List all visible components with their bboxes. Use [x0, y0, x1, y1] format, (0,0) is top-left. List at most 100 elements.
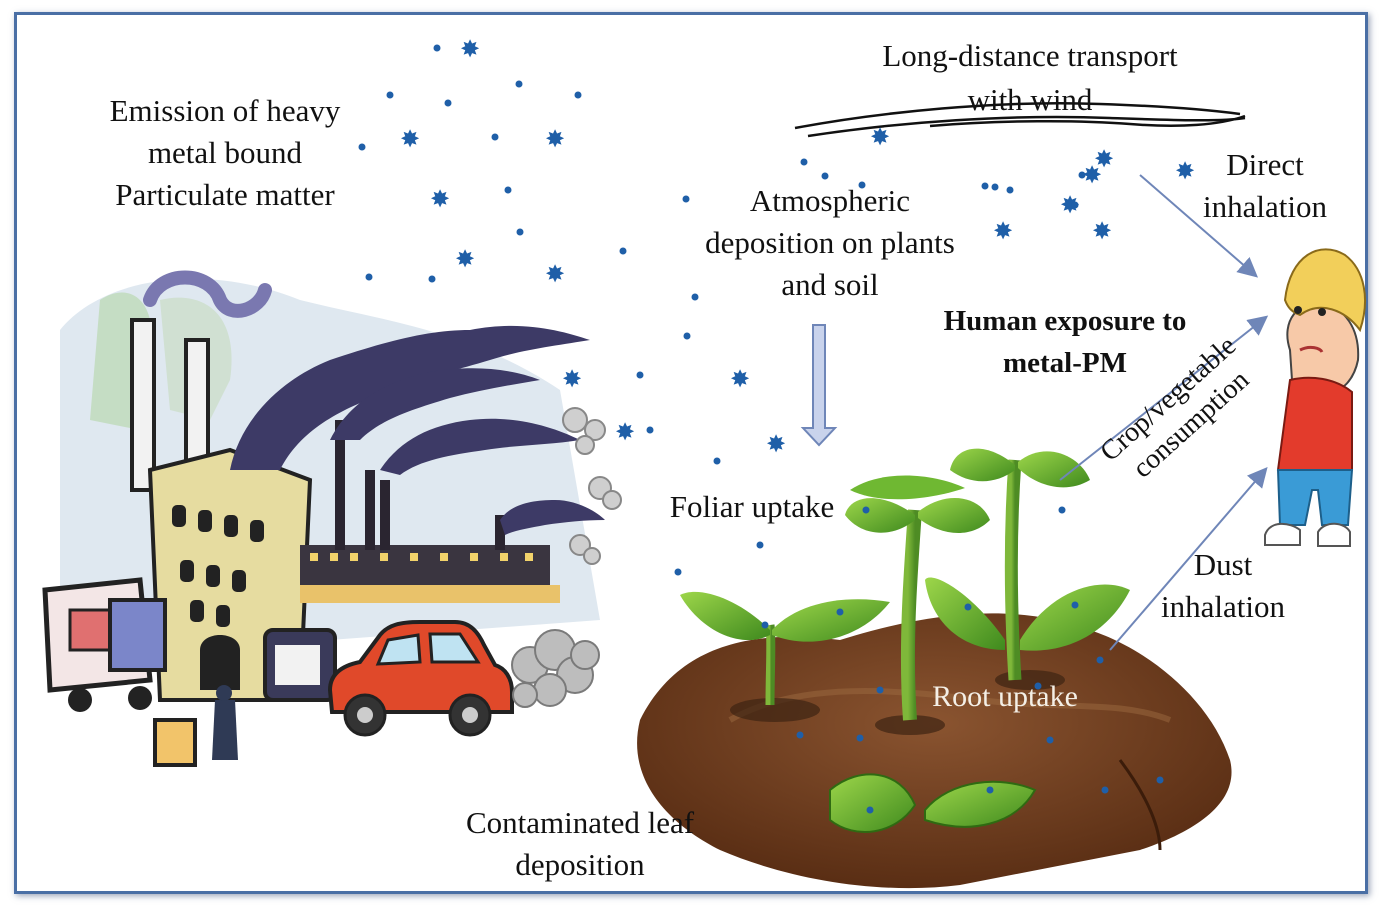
particle-dot	[713, 457, 721, 465]
transport-line-1: Long-distance transport	[882, 38, 1178, 73]
transport-label: Long-distance transport with wind	[855, 34, 1205, 122]
particle-dot	[796, 731, 804, 739]
emission-line-1: Emission of heavy	[109, 93, 341, 128]
dust-inhalation-arrow	[1109, 466, 1268, 651]
particle-dot	[1101, 786, 1109, 794]
particle-star-icon: ✸	[993, 219, 1013, 245]
particle-cloud: ✸✸✸✸✸✸✸✸✸✸✸✸✸✸✸✸✸	[358, 37, 1195, 814]
particle-dot	[1156, 776, 1164, 784]
leaf-line-2: deposition	[515, 847, 645, 882]
particle-dot	[981, 182, 989, 190]
car-illustration	[327, 620, 600, 737]
direct-inhalation-arrow	[1139, 174, 1259, 278]
emission-line-2: metal bound	[147, 135, 303, 170]
particle-dot	[1071, 201, 1079, 209]
particle-dot	[515, 80, 523, 88]
particle-star-icon: ✸	[615, 420, 635, 446]
particle-star-icon: ✸	[460, 37, 480, 63]
smoke-plume	[230, 325, 605, 535]
particle-dot	[1034, 682, 1042, 690]
particle-dot	[365, 273, 373, 281]
particle-dot	[876, 686, 884, 694]
particle-dot	[1078, 171, 1086, 179]
particle-star-icon: ✸	[766, 432, 786, 458]
particle-dot	[491, 133, 499, 141]
exposure-arrows	[1059, 174, 1269, 651]
particle-dot	[444, 99, 452, 107]
particle-star-icon: ✸	[1092, 219, 1112, 245]
atmospheric-line-3: and soil	[781, 267, 879, 302]
particle-dot	[386, 91, 394, 99]
particle-dot	[691, 293, 699, 301]
particle-dot	[866, 806, 874, 814]
particle-dot	[1071, 601, 1079, 609]
foliar-uptake-label: Foliar uptake	[669, 489, 835, 524]
particle-star-icon: ✸	[1060, 193, 1080, 219]
dust-line-2: inhalation	[1161, 589, 1285, 624]
human-exposure-line-1: Human exposure to	[943, 305, 1187, 337]
particle-dot	[516, 228, 524, 236]
particle-dot	[1096, 656, 1104, 664]
leaf-line-1: Contaminated leaf	[465, 805, 695, 840]
particle-star-icon: ✸	[455, 247, 475, 273]
particle-star-icon: ✸	[870, 125, 890, 151]
particle-star-icon: ✸	[545, 127, 565, 153]
atmospheric-line-1: Atmospheric	[749, 183, 911, 218]
factory-illustration	[42, 270, 622, 767]
particle-star-icon: ✸	[1082, 163, 1102, 189]
truck-illustration	[42, 577, 337, 767]
particle-dot	[682, 195, 690, 203]
direct-line-2: inhalation	[1203, 189, 1327, 224]
particle-star-icon: ✸	[430, 187, 450, 213]
deposition-down-arrow	[800, 324, 838, 447]
particle-dot	[856, 734, 864, 742]
seedling-illustration	[680, 448, 1130, 833]
particle-dot	[646, 426, 654, 434]
dust-inhalation-label: Dust inhalation	[1148, 544, 1298, 628]
particle-dot	[683, 332, 691, 340]
direct-line-1: Direct	[1226, 147, 1304, 182]
particle-dot	[836, 608, 844, 616]
particle-dot	[574, 91, 582, 99]
particle-dot	[504, 186, 512, 194]
particle-dot	[433, 44, 441, 52]
crop-consumption-arrow	[1059, 315, 1269, 481]
particle-star-icon: ✸	[1094, 147, 1114, 173]
particle-dot	[986, 786, 994, 794]
particle-star-icon: ✸	[1175, 159, 1195, 185]
particle-dot	[756, 541, 764, 549]
particle-dot	[862, 506, 870, 514]
particle-star-icon: ✸	[562, 367, 582, 393]
wind-lines	[794, 101, 1246, 138]
particle-dot	[674, 568, 682, 576]
emission-line-3: Particulate matter	[115, 177, 335, 212]
particle-dot	[636, 371, 644, 379]
particle-dot	[761, 621, 769, 629]
particle-dot	[821, 172, 829, 180]
particle-dot	[858, 181, 866, 189]
atmospheric-line-2: deposition on plants	[705, 225, 955, 260]
dust-line-1: Dust	[1193, 547, 1253, 582]
particle-dot	[800, 158, 808, 166]
human-exposure-line-2: metal-PM	[1003, 347, 1127, 379]
particle-dot	[991, 183, 999, 191]
particle-dot	[1058, 506, 1066, 514]
particle-star-icon: ✸	[545, 262, 565, 288]
particle-dot	[964, 603, 972, 611]
transport-line-2: with wind	[967, 82, 1093, 117]
emission-label: Emission of heavy metal bound Particulat…	[80, 90, 370, 216]
root-uptake-label: Root uptake	[932, 680, 1078, 713]
atmospheric-deposition-label: Atmospheric deposition on plants and soi…	[680, 180, 980, 306]
human-exposure-label: Human exposure to metal-PM	[910, 300, 1220, 384]
child-illustration	[1264, 248, 1366, 547]
soil-mound	[637, 613, 1232, 889]
particle-dot	[1006, 186, 1014, 194]
direct-inhalation-label: Direct inhalation	[1190, 144, 1340, 228]
particle-star-icon: ✸	[730, 367, 750, 393]
particle-dot	[619, 247, 627, 255]
particle-star-icon: ✸	[400, 127, 420, 153]
particle-dot	[1046, 736, 1054, 744]
particle-dot	[428, 275, 436, 283]
leaf-deposition-label: Contaminated leaf deposition	[440, 802, 720, 886]
